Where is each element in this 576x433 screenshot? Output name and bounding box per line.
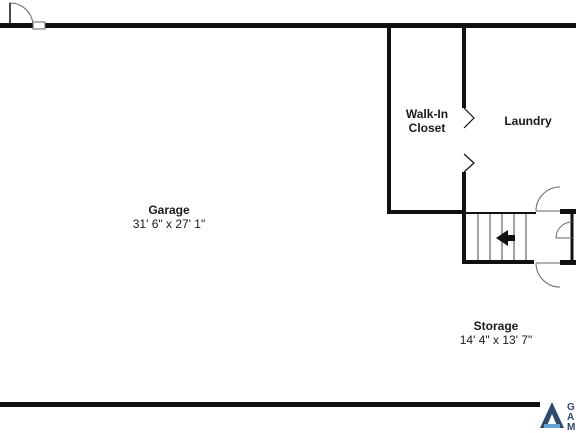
top-exterior-wall bbox=[0, 23, 576, 28]
logo-text-line3: M bbox=[567, 422, 576, 433]
closet-bottom-wall bbox=[387, 210, 465, 214]
closet-name-line1: Walk-In bbox=[405, 107, 449, 121]
bottom-exterior-wall bbox=[0, 402, 540, 407]
door-swing-icon bbox=[555, 214, 574, 260]
stair-top-wall bbox=[466, 212, 536, 214]
laundry-name: Laundry bbox=[504, 114, 552, 128]
garage-dims: 31' 6" x 27' 1" bbox=[132, 217, 206, 231]
closet-right-wall-upper bbox=[462, 26, 466, 108]
closet-right-wall-lower bbox=[462, 172, 466, 214]
door-swing-icon bbox=[535, 186, 576, 214]
closet-name-line2: Closet bbox=[408, 121, 446, 135]
stair-arrow-icon bbox=[496, 230, 515, 246]
garage-name: Garage bbox=[148, 203, 190, 217]
closet-left-wall bbox=[387, 26, 391, 214]
door-swing-icon bbox=[9, 2, 46, 30]
stair-bottom-wall bbox=[462, 260, 534, 264]
storage-dims: 14' 4" x 13' 7" bbox=[459, 333, 533, 347]
door-swing-icon bbox=[463, 107, 475, 173]
door-swing-icon bbox=[535, 260, 576, 288]
stair-left-wall bbox=[462, 210, 466, 264]
logo-text-line1: G bbox=[567, 402, 575, 413]
logo-text-line2: A bbox=[567, 412, 575, 423]
logo-house-icon bbox=[540, 402, 564, 428]
storage-name: Storage bbox=[473, 319, 519, 333]
